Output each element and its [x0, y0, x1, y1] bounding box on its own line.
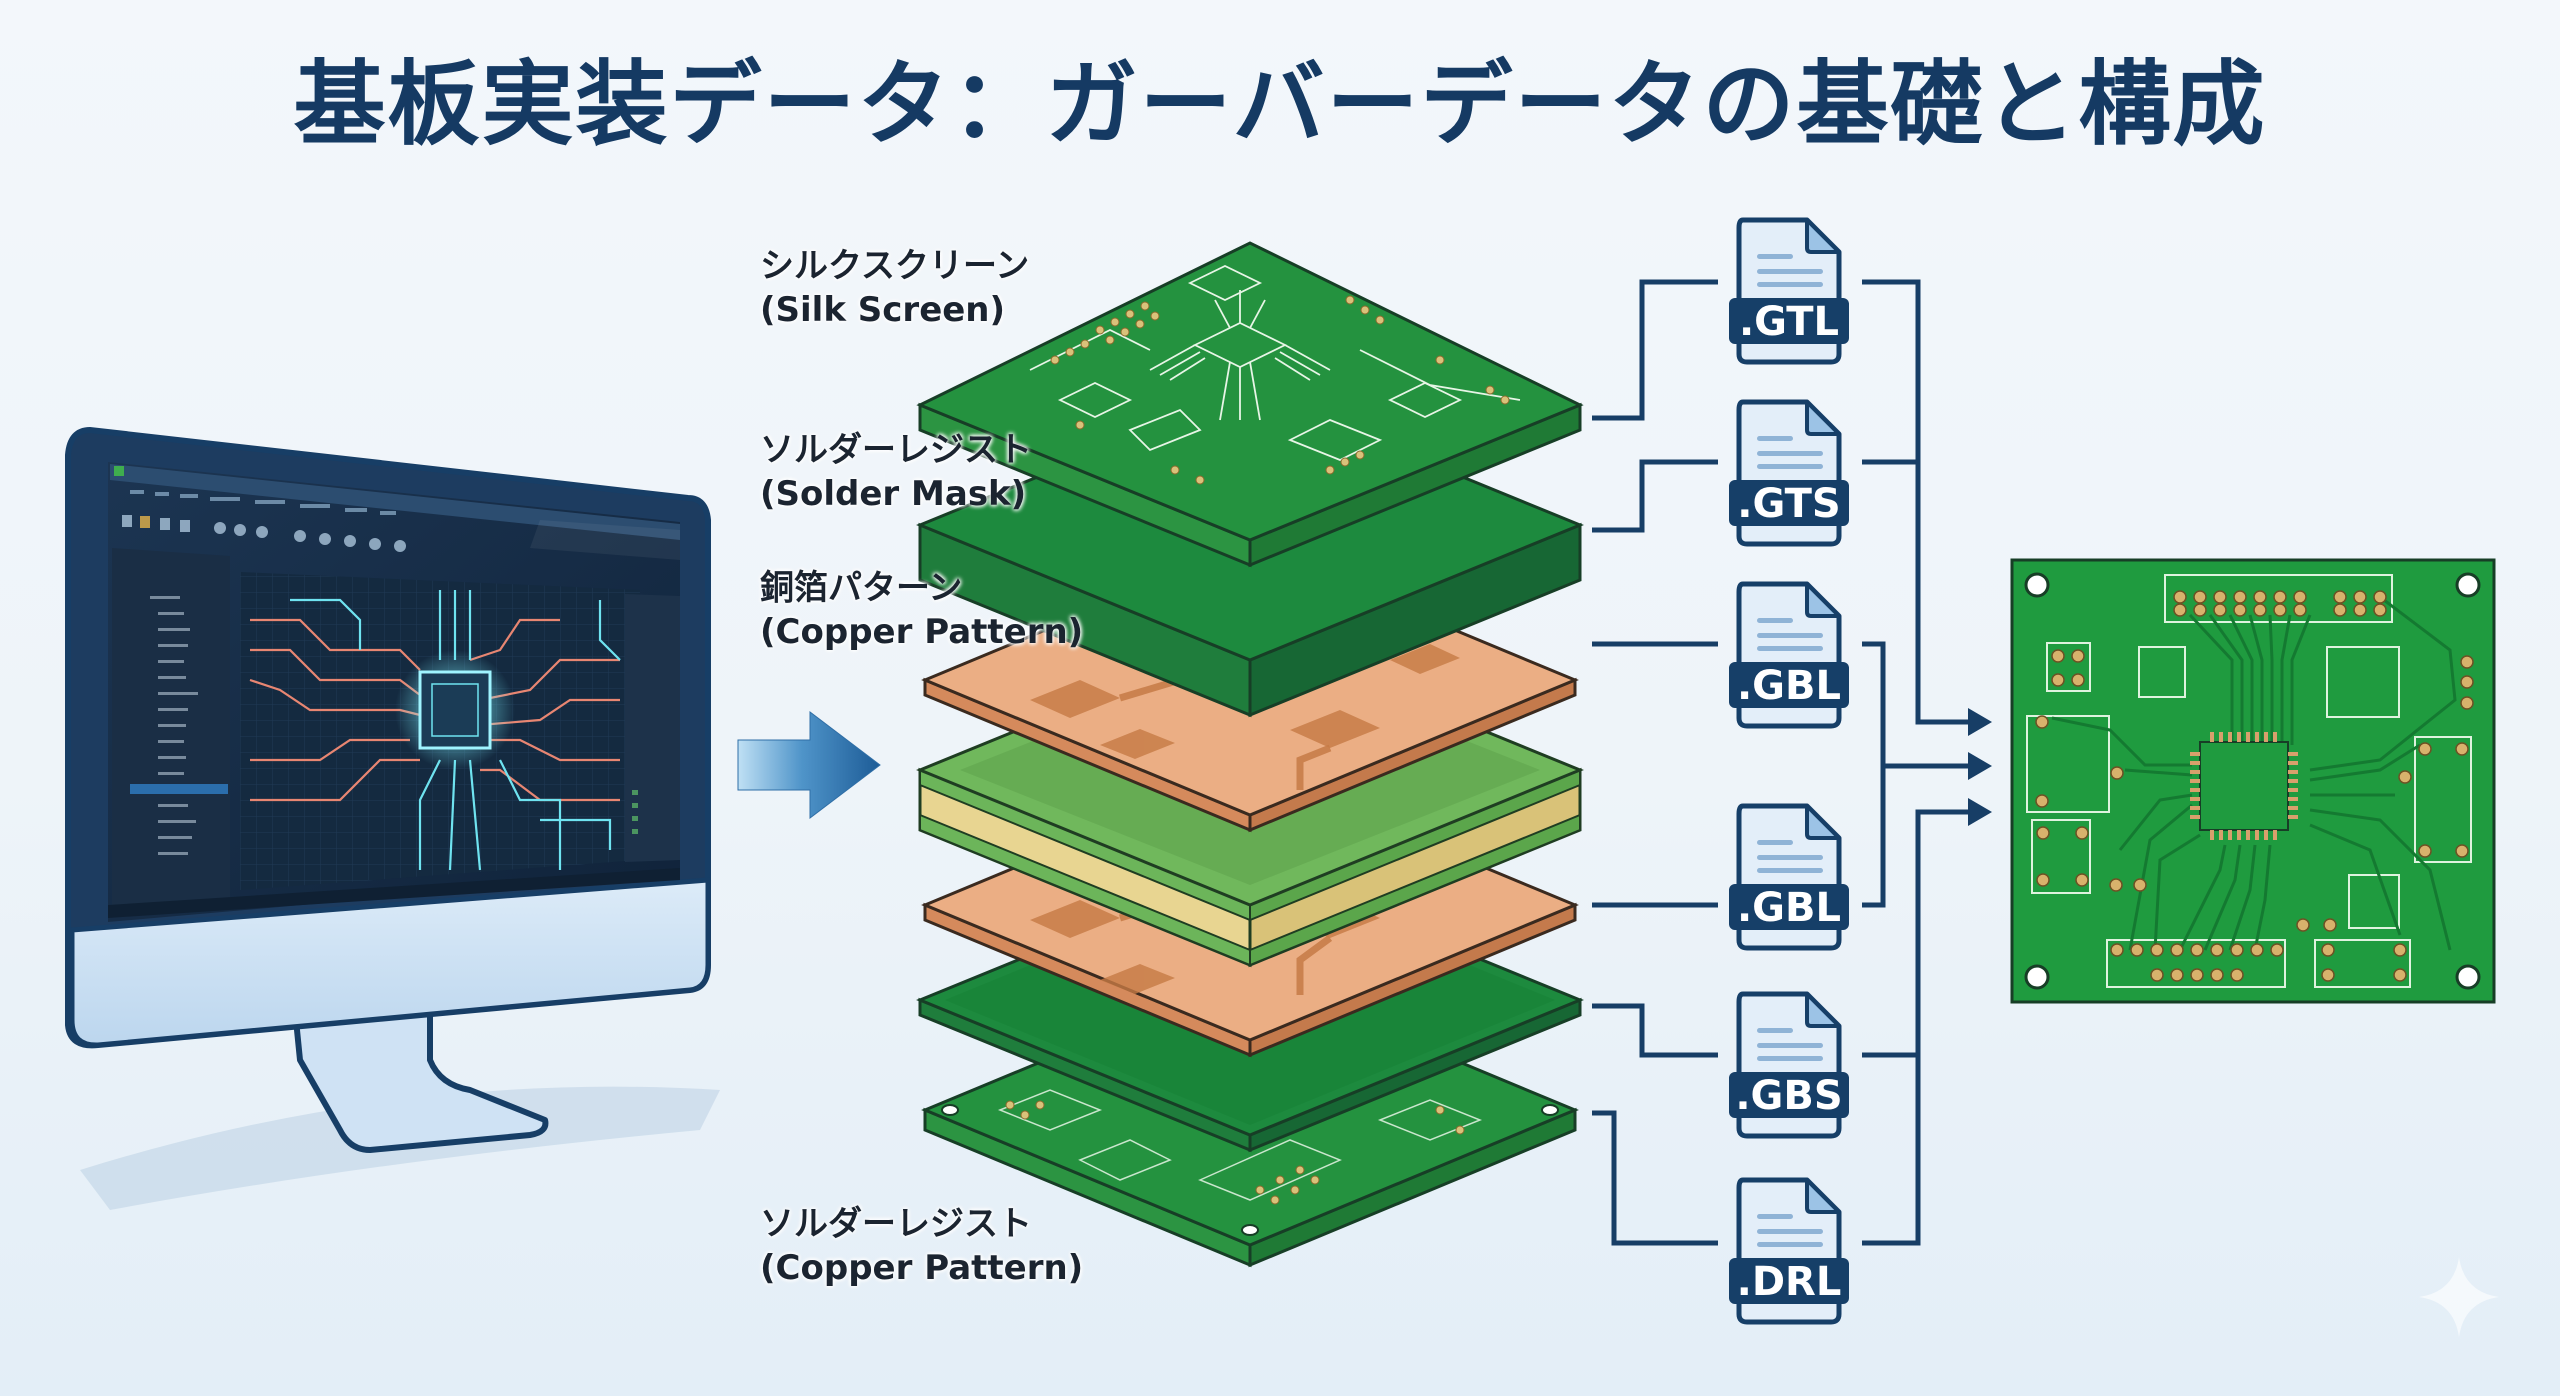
layer-label-en: (Silk Screen) [760, 290, 1006, 330]
sparkle-icon [2419, 1257, 2499, 1337]
arrowheads [1968, 708, 1992, 826]
layer-label-silkscreen: シルクスクリーン (Silk Screen) [760, 244, 1029, 332]
arrow-right-icon [737, 710, 881, 820]
pcb-board-icon [2010, 558, 2496, 1004]
layer-label-soldermask-top: ソルダーレジスト (Solder Mask) [760, 428, 1032, 516]
layer-label-soldermask-bottom: ソルダーレジスト (Copper Pattern) [760, 1202, 1083, 1290]
monitor-cad-icon [65, 426, 720, 1210]
page-title: 基板実装データ：ガーバーデータの基礎と構成 [293, 51, 2267, 158]
layer-label-en: (Solder Mask) [760, 474, 1027, 514]
file-icon[interactable]: .GTS [1729, 399, 1849, 547]
file-extension-label: .DRL [1737, 1259, 1842, 1305]
layer-label-en: (Copper Pattern) [760, 1248, 1084, 1288]
file-icon[interactable]: .DRL [1729, 1177, 1849, 1325]
file-icon[interactable]: .GBL [1729, 581, 1849, 729]
connector-lines [1592, 279, 1975, 1246]
layer-label-en: (Copper Pattern) [760, 612, 1084, 652]
layer-label-copper: 銅箔パターン (Copper Pattern) [760, 566, 1083, 654]
layer-top-silkscreen [916, 241, 1584, 568]
file-extension-label: .GTS [1737, 481, 1840, 527]
file-icon[interactable]: .GTL [1729, 217, 1849, 365]
arrowhead-middle [1968, 752, 1992, 780]
layer-label-jp: ソルダーレジスト [760, 1204, 1032, 1244]
file-icon[interactable]: .GBL [1729, 803, 1849, 951]
arrowhead-bottom [1968, 798, 1992, 826]
file-extension-label: .GBL [1737, 885, 1841, 931]
layer-label-jp: シルクスクリーン [760, 246, 1030, 286]
arrowhead-top [1968, 708, 1992, 736]
layer-label-jp: 銅箔パターン [760, 568, 963, 608]
file-icon[interactable]: .GBS [1729, 991, 1849, 1139]
layer-label-jp: ソルダーレジスト [760, 430, 1032, 470]
file-extension-label: .GTL [1739, 299, 1839, 345]
file-extension-label: .GBS [1735, 1073, 1842, 1119]
file-list: .GTL .GTS .GBL .GBL .GBS [1729, 217, 1849, 1325]
file-extension-label: .GBL [1737, 663, 1841, 709]
